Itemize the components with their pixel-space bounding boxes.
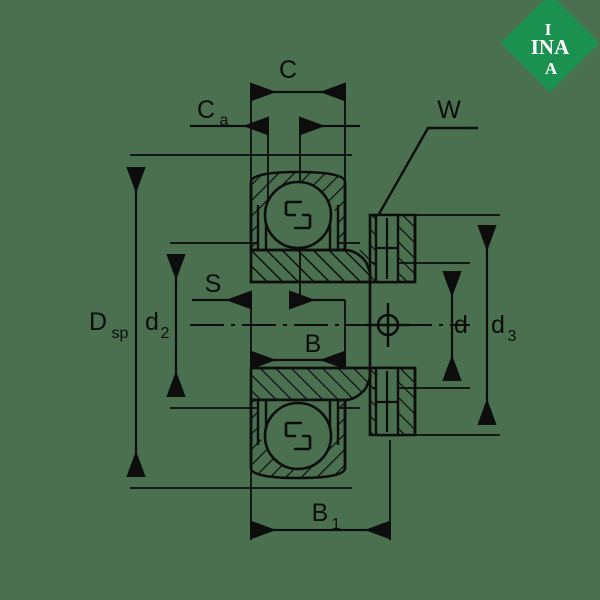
ina-logo[interactable]: I INA A [500, 0, 600, 93]
callout-w-leader [377, 126, 478, 215]
ina-logo-line1: I [545, 20, 552, 39]
label-dsp-sub: sp [112, 325, 129, 342]
label-dsp: D [89, 308, 107, 336]
label-ca-sub: a [220, 112, 229, 129]
axis-marker [366, 303, 410, 347]
ina-logo-diamond [500, 0, 600, 93]
label-d2: d [145, 308, 159, 336]
set-screw [374, 213, 400, 437]
label-d: d [454, 311, 468, 339]
label-w: W [437, 96, 461, 124]
ina-logo-line2: INA [531, 35, 570, 59]
label-b: B [305, 330, 322, 358]
ball-upper [263, 180, 333, 250]
label-b1-sub: 1 [332, 516, 341, 533]
label-c: C [279, 56, 297, 84]
ina-logo-line3: A [545, 59, 558, 78]
label-s: S [205, 270, 222, 298]
label-d3: d [491, 311, 505, 339]
label-d2-sub: 2 [161, 325, 170, 342]
label-d3-sub: 3 [508, 328, 517, 345]
label-b1: B [312, 499, 329, 527]
dimension-labels: C C a W D sp d 2 S B B 1 d d 3 [89, 56, 517, 533]
label-ca: C [197, 96, 215, 124]
ball-lower [263, 401, 333, 471]
